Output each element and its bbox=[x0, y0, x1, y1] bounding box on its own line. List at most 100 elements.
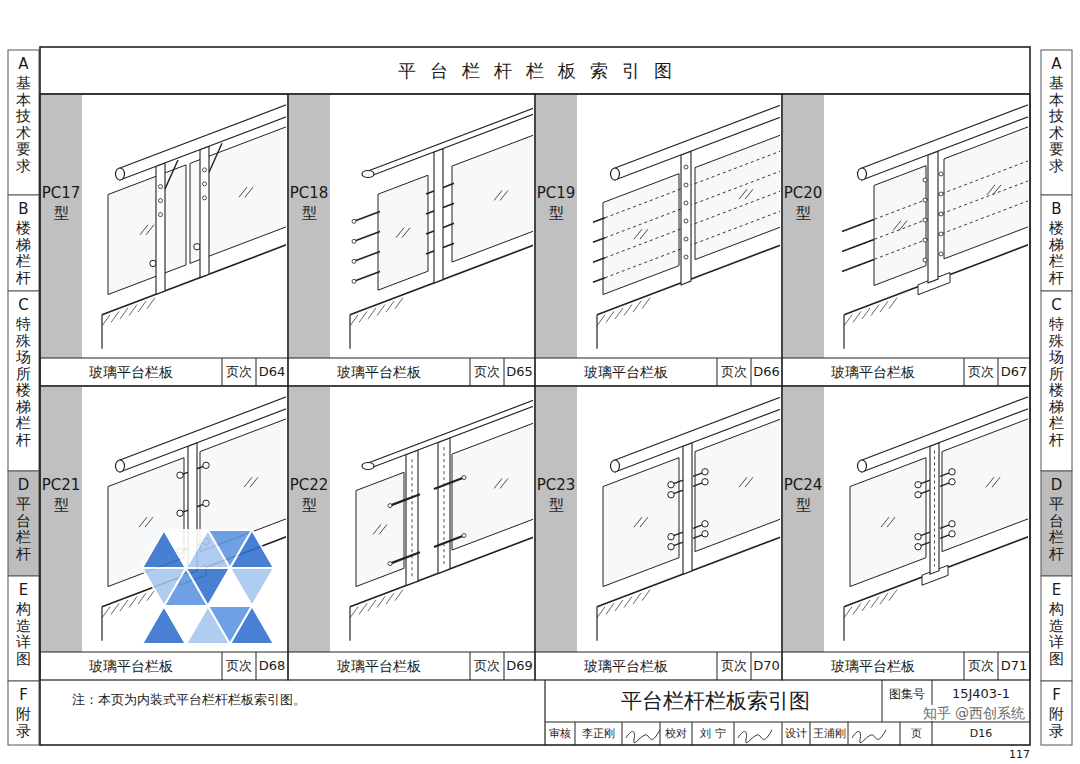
chapter-tab: F附录 bbox=[1041, 681, 1072, 745]
post-hidden-line bbox=[444, 447, 445, 565]
hatch bbox=[844, 607, 852, 618]
clamp-disc bbox=[915, 482, 921, 488]
hatch bbox=[597, 607, 605, 618]
title-block-heading: 审核 bbox=[545, 723, 575, 744]
handrail bbox=[862, 99, 1028, 180]
hatch bbox=[597, 315, 605, 326]
hatch bbox=[350, 315, 358, 326]
glass-mark bbox=[640, 517, 648, 527]
side-tab bbox=[1041, 50, 1072, 195]
tab-letter: E bbox=[8, 581, 39, 599]
title-block-rule bbox=[545, 722, 1030, 723]
caption-divider bbox=[717, 358, 718, 386]
hatch bbox=[880, 593, 888, 604]
hatch bbox=[606, 311, 614, 322]
bolt-hole bbox=[388, 562, 392, 566]
glass-panel bbox=[850, 458, 926, 587]
tab-letter: F bbox=[8, 686, 39, 704]
bolt-hole bbox=[939, 252, 943, 256]
type-band bbox=[289, 95, 330, 358]
brace bbox=[209, 143, 222, 172]
index-panel: PC24 型玻璃平台栏板页次D71 bbox=[782, 386, 1030, 680]
hatch bbox=[844, 315, 852, 326]
glass-panel bbox=[603, 458, 679, 587]
side-tab bbox=[1041, 291, 1072, 471]
rod bbox=[442, 243, 454, 248]
bolt-hole bbox=[684, 183, 688, 187]
rod bbox=[842, 219, 874, 231]
caption-rule bbox=[535, 358, 782, 359]
rod bbox=[442, 203, 454, 208]
type-label: PC24 型 bbox=[782, 476, 824, 515]
glass-mark bbox=[145, 517, 153, 527]
side-tab bbox=[1041, 195, 1072, 291]
panel-caption: 玻璃平台栏板 bbox=[782, 358, 964, 386]
chapter-tab: E构造详图 bbox=[1041, 576, 1072, 681]
page-number: D66 bbox=[751, 358, 782, 386]
caption-divider bbox=[964, 358, 965, 386]
tab-chapter-name: 附录 bbox=[1049, 706, 1064, 739]
bolt-hole bbox=[203, 168, 207, 172]
signature bbox=[852, 730, 886, 743]
hatch bbox=[350, 607, 358, 618]
rod bbox=[593, 258, 605, 263]
type-label: PC17 型 bbox=[40, 184, 82, 223]
title-block-divider bbox=[660, 722, 661, 745]
page-number: D64 bbox=[256, 358, 288, 386]
clamp-disc bbox=[194, 244, 200, 250]
type-label: PC23 型 bbox=[535, 476, 577, 515]
clamp-disc bbox=[177, 510, 183, 516]
rod bbox=[593, 278, 605, 283]
rod bbox=[354, 231, 380, 241]
index-panel: PC20 型玻璃平台栏板页次D67 bbox=[782, 94, 1030, 386]
caption-divider bbox=[256, 358, 257, 386]
type-band bbox=[289, 387, 330, 652]
type-label: PC22 型 bbox=[288, 476, 330, 515]
panel-caption: 玻璃平台栏板 bbox=[535, 652, 717, 680]
glass-panel bbox=[695, 129, 780, 260]
side-tab bbox=[8, 50, 39, 195]
rod bbox=[354, 251, 380, 261]
rod-hidden bbox=[852, 195, 1028, 268]
panel-caption: 玻璃平台栏板 bbox=[40, 652, 222, 680]
chapter-tab: D平台栏杆 bbox=[1041, 471, 1072, 576]
title-block-rule bbox=[544, 680, 545, 745]
chapter-tab: C特殊场所楼梯栏杆 bbox=[1041, 291, 1072, 471]
hatch bbox=[368, 600, 376, 611]
tab-letter: B bbox=[8, 200, 39, 218]
railing-illustration bbox=[102, 391, 286, 641]
watermark-triangle bbox=[230, 530, 274, 568]
caption-divider bbox=[964, 652, 965, 680]
bolt-hole bbox=[388, 504, 392, 508]
chapter-tab: A基本技术要求 bbox=[1041, 50, 1072, 195]
handrail-end bbox=[116, 168, 125, 180]
bolt-hole bbox=[352, 219, 356, 223]
handrail bbox=[615, 391, 780, 472]
hatch bbox=[129, 597, 137, 608]
page-heading: 页次 bbox=[470, 652, 504, 680]
bolt-hole bbox=[684, 165, 688, 169]
hatch bbox=[871, 597, 879, 608]
handrail-end bbox=[611, 460, 620, 472]
hatch bbox=[889, 298, 897, 309]
hatch bbox=[147, 590, 155, 601]
page-heading: 页次 bbox=[222, 358, 256, 386]
handrail-end bbox=[858, 460, 867, 472]
rod bbox=[354, 271, 380, 281]
rod-hidden bbox=[605, 165, 780, 238]
tab-letter: C bbox=[8, 296, 39, 314]
signature bbox=[626, 730, 660, 743]
glass-mark bbox=[745, 477, 753, 487]
sheet-page-number: D16 bbox=[932, 723, 1030, 744]
slab-edge bbox=[596, 607, 597, 641]
handrail bbox=[862, 391, 1028, 472]
side-tab bbox=[1041, 471, 1072, 576]
bolt-hole bbox=[923, 178, 927, 182]
clamp-disc bbox=[702, 479, 708, 485]
handrail-end bbox=[611, 168, 620, 180]
slab-edge bbox=[843, 315, 844, 349]
railing-illustration bbox=[597, 391, 780, 641]
title-block-divider bbox=[900, 722, 901, 745]
hatch bbox=[642, 298, 650, 309]
